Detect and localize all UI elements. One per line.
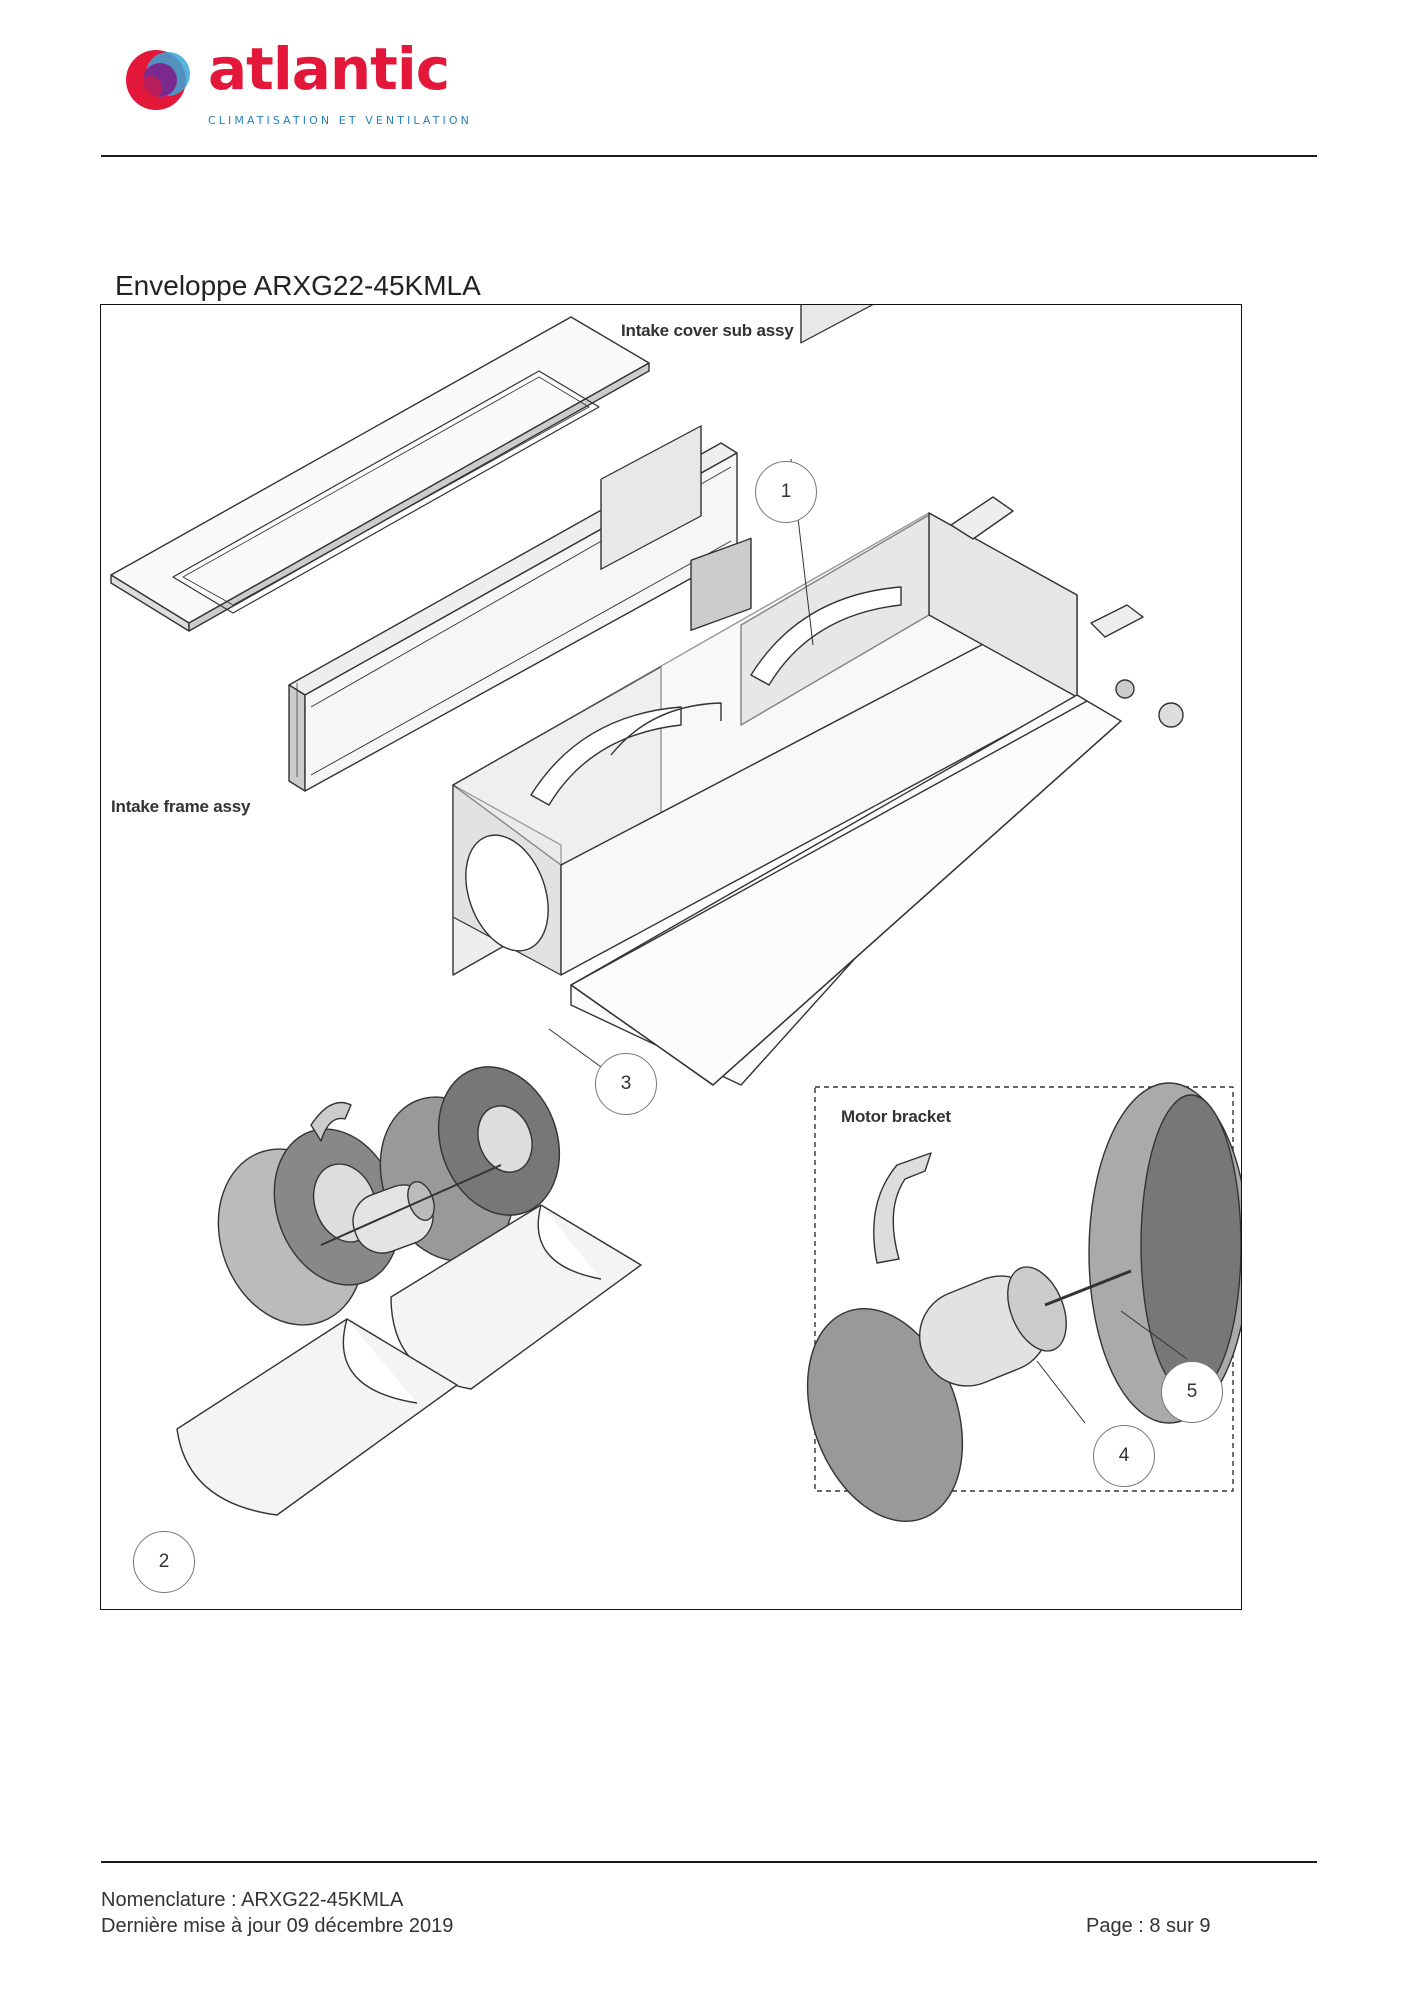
motor-bracket-label: Motor bracket: [841, 1107, 951, 1126]
fan-motor: [320, 1164, 502, 1254]
exploded-view-figure: Intake cover sub assy Intake frame assy …: [100, 304, 1242, 1610]
logo-mark-icon: [126, 50, 190, 110]
motor-bracket-detail: [806, 1082, 1241, 1522]
callout-4: 4: [1093, 1425, 1155, 1487]
footer-last-updated: Dernière mise à jour 09 décembre 2019: [101, 1915, 454, 1937]
section-title: Enveloppe ARXG22-45KMLA: [115, 270, 481, 301]
logo-tagline: CLIMATISATION ET VENTILATION: [208, 114, 472, 127]
footer-page-number: Page : 8 sur 9: [1086, 1915, 1211, 1937]
intake-frame-label: Intake frame assy: [111, 797, 251, 816]
footer-divider: [101, 1861, 1317, 1863]
atlantic-logo: atlantic CLIMATISATION ET VENTILATION: [120, 40, 500, 136]
callout-2: 2: [133, 1531, 195, 1593]
exploded-view-drawing: [110, 305, 1241, 1522]
scroll-half-upper: [390, 1204, 642, 1390]
motor-bracket-small: [310, 1101, 352, 1142]
intake-cover-panel: [110, 316, 650, 632]
callout-3: 3: [595, 1053, 657, 1115]
logo-wordmark: atlantic: [208, 35, 450, 103]
intake-cover-label: Intake cover sub assy: [621, 321, 794, 340]
header-divider: [101, 155, 1317, 157]
scroll-half-lower: [176, 1318, 458, 1516]
callout-1: 1: [755, 461, 817, 523]
main-housing: [452, 305, 1184, 1086]
callout-5: 5: [1161, 1361, 1223, 1423]
footer-nomenclature: Nomenclature : ARXG22-45KMLA: [101, 1889, 404, 1911]
